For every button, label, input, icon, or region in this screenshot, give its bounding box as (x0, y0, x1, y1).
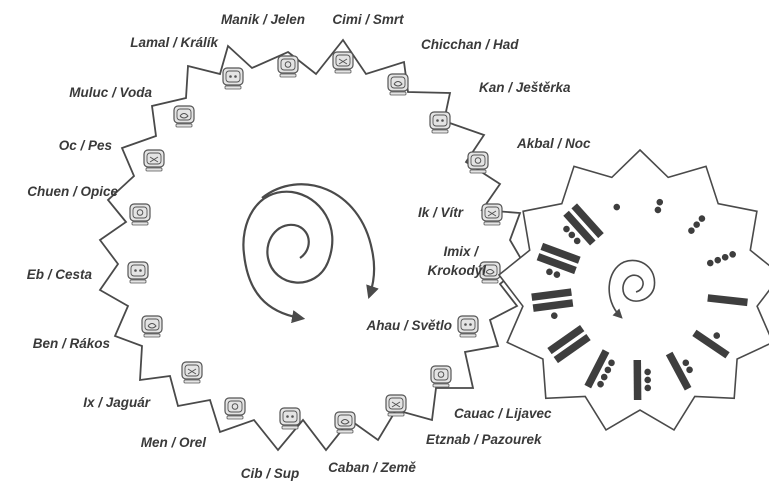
day-label-oc: Oc / Pes (59, 138, 113, 153)
glyph-muluc (174, 106, 194, 127)
day-label-cib: Cib / Sup (241, 466, 300, 481)
day-label-etznab: Etznab / Pazourek (426, 432, 543, 447)
day-label-manik: Manik / Jelen (221, 12, 305, 27)
glyph-chuen (130, 204, 150, 225)
day-label-akbal: Akbal / Noc (516, 136, 591, 151)
glyph-cimi (333, 52, 353, 73)
day-label-cauac: Cauac / Lijavec (454, 406, 552, 421)
glyph-etznab (386, 395, 406, 416)
day-label-men: Men / Orel (141, 435, 207, 450)
glyph-cib (280, 408, 300, 429)
day-label-eb: Eb / Cesta (27, 267, 93, 282)
day-label-ik: Ik / Vítr (418, 205, 464, 220)
glyph-ix (182, 362, 202, 383)
day-label-imix: Imix / (443, 244, 479, 259)
numeral-wheel (499, 150, 769, 430)
day-label-chicchan: Chicchan / Had (421, 37, 519, 52)
glyph-akbal (468, 152, 488, 173)
glyph-eb (128, 262, 148, 283)
day-label-cimi: Cimi / Smrt (332, 12, 404, 27)
day-label-kan: Kan / Ještěrka (479, 80, 571, 95)
glyph-chicchan (388, 74, 408, 95)
day-label-imix-line2: Krokodýl (427, 263, 486, 278)
day-label-lamal: Lamal / Králík (130, 35, 219, 50)
day-label-chuen: Chuen / Opice (27, 184, 118, 199)
glyph-manik (278, 56, 298, 77)
glyph-oc (144, 150, 164, 171)
day-label-muluc: Muluc / Voda (69, 85, 152, 100)
glyph-ben (142, 316, 162, 337)
day-label-ix: Ix / Jaguár (83, 395, 151, 410)
glyph-ahau (458, 316, 478, 337)
glyph-cauac (431, 366, 451, 387)
glyph-kan (430, 112, 450, 133)
glyph-men (225, 398, 245, 419)
glyph-ik (482, 204, 502, 225)
glyph-lamal (223, 68, 243, 89)
day-label-ahau: Ahau / Světlo (365, 318, 452, 333)
day-label-caban: Caban / Země (328, 460, 416, 475)
day-label-ben: Ben / Rákos (33, 336, 111, 351)
glyph-caban (335, 412, 355, 433)
